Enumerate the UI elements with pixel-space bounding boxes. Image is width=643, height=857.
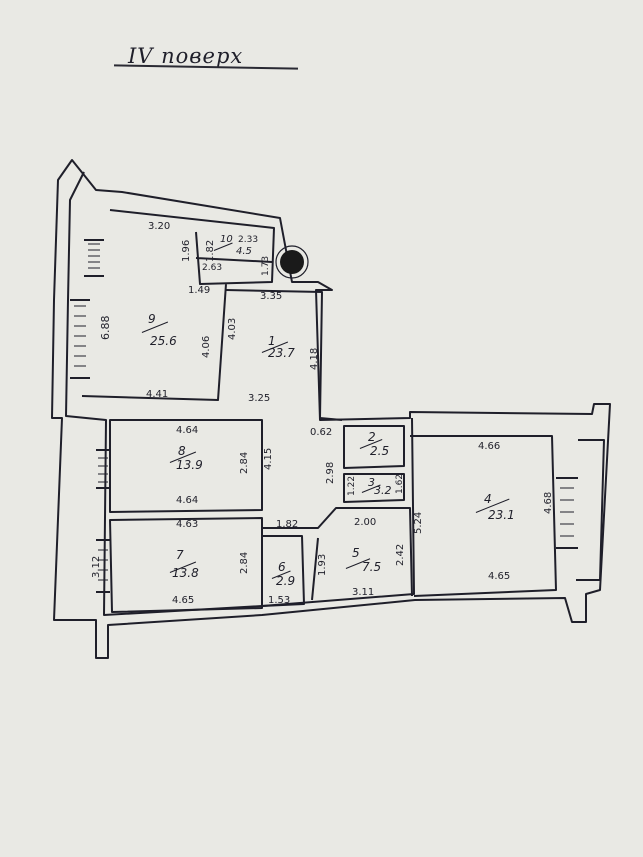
dim-label: 4.65 [488, 571, 511, 582]
dim-label: 3.11 [352, 587, 375, 598]
dim-label: 4.18 [309, 347, 320, 370]
room-4-number: 4 [484, 492, 492, 506]
wall-room-7 [109, 517, 263, 613]
dim-label: 4.64 [176, 495, 199, 506]
dim-label: 4.63 [176, 519, 199, 530]
window-left-top-glass [88, 243, 100, 269]
dim-label: 4.15 [263, 447, 274, 470]
room-8-number: 8 [178, 444, 186, 458]
room-8-area: 13.9 [176, 458, 203, 472]
dim-label: 1.73 [261, 255, 271, 276]
dim-label: 1.82 [205, 239, 216, 262]
room-2-number: 2 [368, 430, 376, 444]
dim-label: 1.22 [347, 475, 357, 496]
room-5-area: 7.5 [362, 560, 382, 574]
room-7-area: 13.8 [172, 566, 199, 580]
room-9-number: 9 [148, 312, 156, 326]
dim-label: 2.33 [238, 235, 259, 245]
wall-room-6 [261, 535, 305, 607]
room-4-area: 23.1 [488, 508, 515, 522]
dim-label: 2.42 [395, 543, 406, 566]
room-10-number: 10 [220, 234, 233, 245]
window-left-bot [96, 539, 110, 593]
window-right-glass [560, 487, 574, 537]
dim-label: 1.93 [317, 553, 328, 576]
dim-label: 0.62 [310, 427, 333, 438]
dim-label: 4.41 [146, 389, 169, 400]
window-left-glass [74, 305, 86, 367]
dim-label: 4.06 [201, 335, 212, 358]
floor-title: IV поверх [128, 44, 244, 68]
room-7-number: 7 [176, 548, 184, 562]
dim-label: 3.35 [260, 291, 283, 302]
wall-room-5 [262, 507, 413, 601]
dim-label: 2.00 [354, 517, 377, 528]
wall-room-2 [343, 425, 405, 469]
window-right [556, 477, 578, 549]
dim-label: 3.25 [248, 393, 271, 404]
column-icon [280, 250, 304, 274]
room-9-area: 25.6 [150, 334, 177, 348]
dim-label: 1.96 [181, 239, 192, 262]
room-2-area: 2.5 [370, 444, 390, 458]
dim-label: 1.62 [395, 473, 405, 494]
dim-label: 6.88 [99, 315, 112, 341]
room-1-number: 1 [268, 334, 276, 348]
dim-label: 4.64 [176, 425, 199, 436]
dim-label: 2.98 [325, 461, 336, 484]
wall-room-4 [410, 435, 557, 597]
wall-room-8 [109, 419, 263, 513]
dim-label: 2.63 [202, 263, 223, 273]
room-5-number: 5 [352, 546, 360, 560]
room-10-area: 4.5 [236, 246, 252, 257]
room-6-number: 6 [278, 560, 286, 574]
dim-label: 3.12 [91, 555, 102, 578]
dim-label: 1.49 [188, 285, 211, 296]
dim-label: 5.24 [413, 511, 424, 534]
room-6-area: 2.9 [276, 574, 296, 588]
outer-wall [51, 159, 611, 659]
wall-room-3 [343, 473, 405, 503]
window-left-mid [96, 449, 110, 489]
window-left-top [70, 239, 104, 379]
window-mid-glass [98, 457, 108, 483]
room-1-area: 23.7 [268, 346, 295, 360]
window-bot-glass [98, 549, 108, 581]
balcony-right [576, 439, 605, 581]
inner-wall [65, 171, 415, 616]
dim-label: 4.68 [543, 491, 554, 514]
wall-room-1 [225, 289, 343, 421]
dim-label: 2.84 [239, 551, 250, 574]
dim-label: 3.20 [148, 221, 171, 232]
dim-label: 1.82 [276, 519, 299, 530]
dim-label: 4.03 [227, 317, 238, 340]
room-3-area: 3.2 [374, 484, 392, 497]
room-3-number: 3 [368, 476, 375, 489]
wall-room-9 [81, 209, 275, 401]
dim-label: 4.65 [172, 595, 195, 606]
dim-label: 1.53 [268, 595, 291, 606]
dim-label: 4.66 [478, 441, 501, 452]
dim-label: 2.84 [239, 451, 250, 474]
